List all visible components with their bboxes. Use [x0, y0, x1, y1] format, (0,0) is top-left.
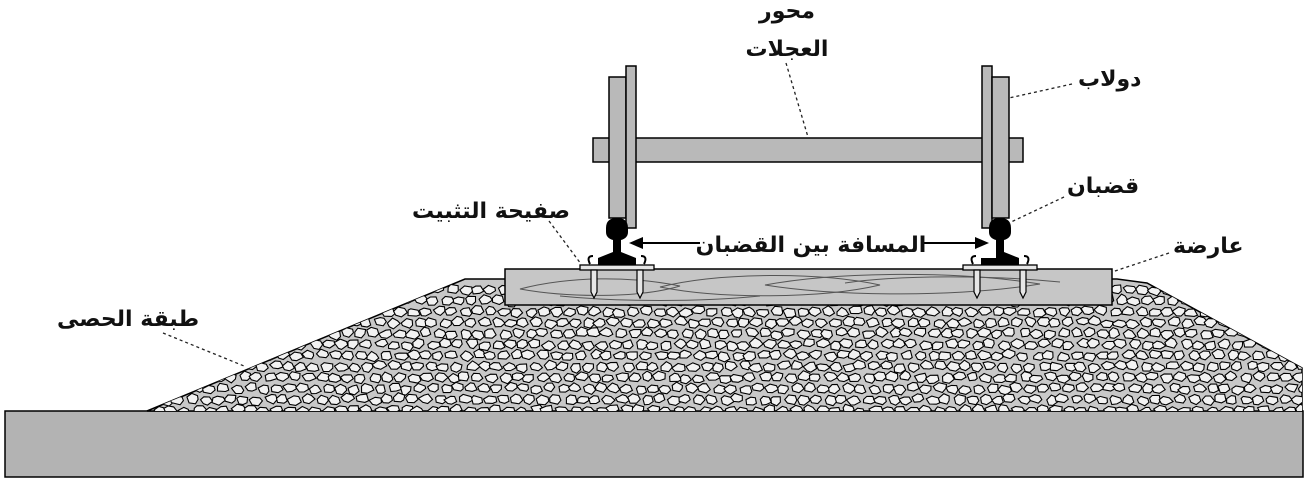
ground-base	[4, 410, 1304, 478]
axle-label-line1: محور	[758, 0, 815, 24]
spikes	[590, 269, 1027, 300]
sleeper-label: عارضة	[1173, 234, 1244, 259]
left-wheel	[608, 65, 637, 229]
axle	[592, 137, 1024, 163]
sleeper-tie	[504, 268, 1113, 306]
ballast-label: طبقة الحصى	[57, 307, 199, 332]
rail-label: قضبان	[1067, 174, 1139, 199]
tie-plate-label: صفيحة التثبيت	[412, 199, 570, 224]
gauge-dimension	[629, 237, 989, 249]
wheel-label: دولاب	[1078, 67, 1141, 92]
left-rail	[598, 218, 636, 266]
axle-label-line2: العجلات	[746, 37, 829, 62]
right-tie-plate	[962, 255, 1038, 271]
gauge-label: المسافة بين القضبان	[696, 233, 927, 258]
right-rail	[981, 218, 1019, 266]
leader-lines	[162, 62, 1170, 367]
right-wheel	[981, 65, 1010, 229]
left-tie-plate	[579, 255, 655, 271]
